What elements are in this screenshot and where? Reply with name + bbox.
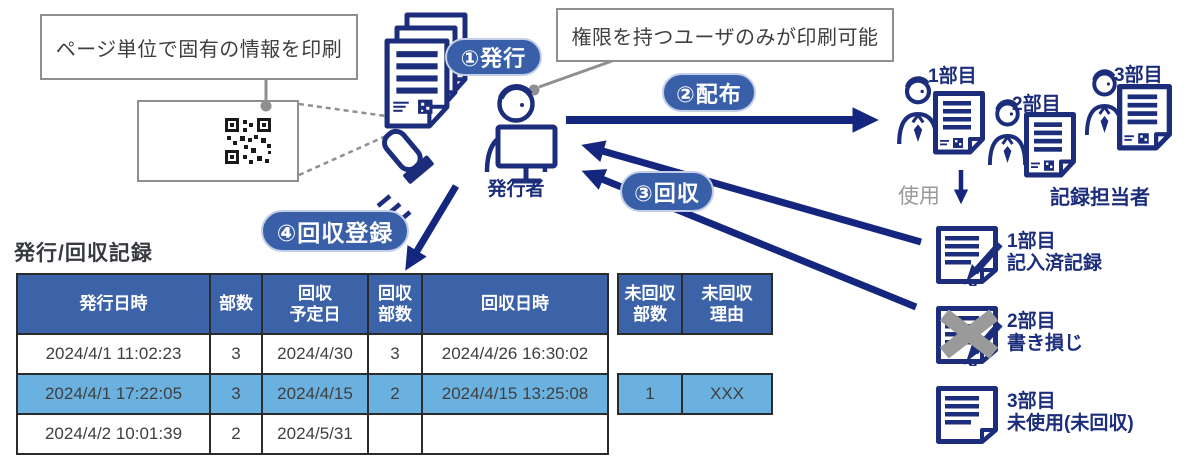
table-title: 発行/回収記録 xyxy=(14,242,153,265)
step-collect-badge: ③回収 xyxy=(620,171,714,212)
step-register-badge: ④回収登録 xyxy=(261,210,409,252)
cell-collect-datetime: 2024/4/15 13:25:08 xyxy=(421,373,609,415)
table-row: 2024/4/2 10:01:39 2 2024/5/31 xyxy=(16,413,609,455)
col-header-due-date: 回収 予定日 xyxy=(261,273,369,335)
callout-print-info-text: ページ単位で固有の情報を印刷 xyxy=(55,38,343,61)
table-row-highlighted: 1 XXX xyxy=(617,373,773,415)
return-item-2-copy: 2部目 xyxy=(1007,311,1056,332)
table-row xyxy=(618,334,772,374)
table-row-highlighted: 2024/4/1 17:22:05 3 2024/4/15 2 2024/4/1… xyxy=(16,373,609,415)
cell-collected-copies: 2 xyxy=(367,373,423,415)
recipient-1 xyxy=(899,79,982,152)
col-header-collected-copies: 回収 部数 xyxy=(367,273,423,335)
cell-issue-datetime: 2024/4/1 17:22:05 xyxy=(16,373,211,415)
cell-copies: 2 xyxy=(209,413,263,455)
col-header-issue-datetime: 発行日時 xyxy=(16,273,211,335)
cell-issue-datetime: 2024/4/2 10:01:39 xyxy=(16,413,211,455)
copy2-label: 2部目 xyxy=(1012,94,1061,115)
copy1-document-icon xyxy=(936,94,983,153)
col-header-copies: 部数 xyxy=(209,273,263,335)
person-icon xyxy=(899,79,937,144)
recorder-label: 記録担当者 xyxy=(1050,187,1150,209)
document-crossed-icon xyxy=(939,309,1001,367)
cell-collect-datetime: 2024/4/26 16:30:02 xyxy=(421,333,609,375)
copy3-document-icon xyxy=(1120,87,1170,148)
return-item-3-status: 未使用(未回収) xyxy=(1007,413,1134,434)
issuer-at-monitor-icon xyxy=(484,84,558,184)
cell-uncollected-copies: 1 xyxy=(617,373,683,415)
return-item-2-status: 書き損じ xyxy=(1007,333,1084,354)
callout-connector-print xyxy=(260,80,272,112)
register-arrow xyxy=(405,184,460,271)
cell-collect-datetime xyxy=(421,413,609,455)
cell-uncollected-copies xyxy=(618,334,682,374)
callout-print-info: ページ単位で固有の情報を印刷 xyxy=(40,14,358,80)
cell-due-date: 2024/5/31 xyxy=(261,413,369,455)
step-issue-badge: ①発行 xyxy=(445,38,542,76)
records-table-uncollected: 未回収 部数 未回収 理由 1 XXX xyxy=(617,273,773,454)
collect-arrow-1 xyxy=(581,140,922,246)
table-row xyxy=(618,414,772,454)
return-item-1-status: 記入済記録 xyxy=(1007,253,1103,274)
callout-connector-permission xyxy=(528,59,613,96)
return-item-3-copy: 3部目 xyxy=(1007,391,1056,412)
cell-uncollected-reason: XXX xyxy=(681,373,773,415)
cell-copies: 3 xyxy=(209,373,263,415)
table-header-row: 発行日時 部数 回収 予定日 回収 部数 回収日時 xyxy=(16,273,609,335)
records-table-main: 発行日時 部数 回収 予定日 回収 部数 回収日時 2024/4/1 11:02… xyxy=(16,273,609,455)
table-row: 2024/4/1 11:02:23 3 2024/4/30 3 2024/4/2… xyxy=(16,333,609,375)
col-header-uncollected-reason: 未回収 理由 xyxy=(681,273,773,335)
copy1-label: 1部目 xyxy=(928,66,977,87)
return-item-1-copy: 1部目 xyxy=(1007,231,1056,252)
cell-copies: 3 xyxy=(209,333,263,375)
cell-due-date: 2024/4/30 xyxy=(261,333,369,375)
qr-code xyxy=(224,117,272,165)
cell-uncollected-reason xyxy=(682,414,772,454)
cell-uncollected-copies xyxy=(618,414,682,454)
zoom-dashed-lines xyxy=(298,102,387,177)
cell-uncollected-reason xyxy=(682,334,772,374)
return-item-2-label: 2部目 書き損じ xyxy=(1007,311,1197,355)
return-item-1-label: 1部目 記入済記録 xyxy=(1007,231,1197,275)
use-label: 使用 xyxy=(898,185,940,208)
document-pencil-icon xyxy=(939,229,1001,287)
step-distribute-badge: ②配布 xyxy=(662,73,756,112)
cell-due-date: 2024/4/15 xyxy=(261,373,369,415)
callout-permission: 権限を持つユーザのみが印刷可能 xyxy=(556,8,894,62)
cell-collected-copies xyxy=(367,413,423,455)
col-header-collect-datetime: 回収日時 xyxy=(421,273,609,335)
cell-collected-copies: 3 xyxy=(367,333,423,375)
return-item-3-label: 3部目 未使用(未回収) xyxy=(1007,391,1197,435)
document-icon xyxy=(939,389,996,442)
issuer-label: 発行者 xyxy=(487,179,545,200)
copy3-label: 3部目 xyxy=(1114,65,1163,86)
table-header-row: 未回収 部数 未回収 理由 xyxy=(617,273,773,335)
callout-permission-text: 権限を持つユーザのみが印刷可能 xyxy=(571,26,879,49)
copy2-document-icon xyxy=(1027,115,1074,175)
col-header-uncollected-copies: 未回収 部数 xyxy=(617,273,683,335)
cell-issue-datetime: 2024/4/1 11:02:23 xyxy=(16,333,211,375)
